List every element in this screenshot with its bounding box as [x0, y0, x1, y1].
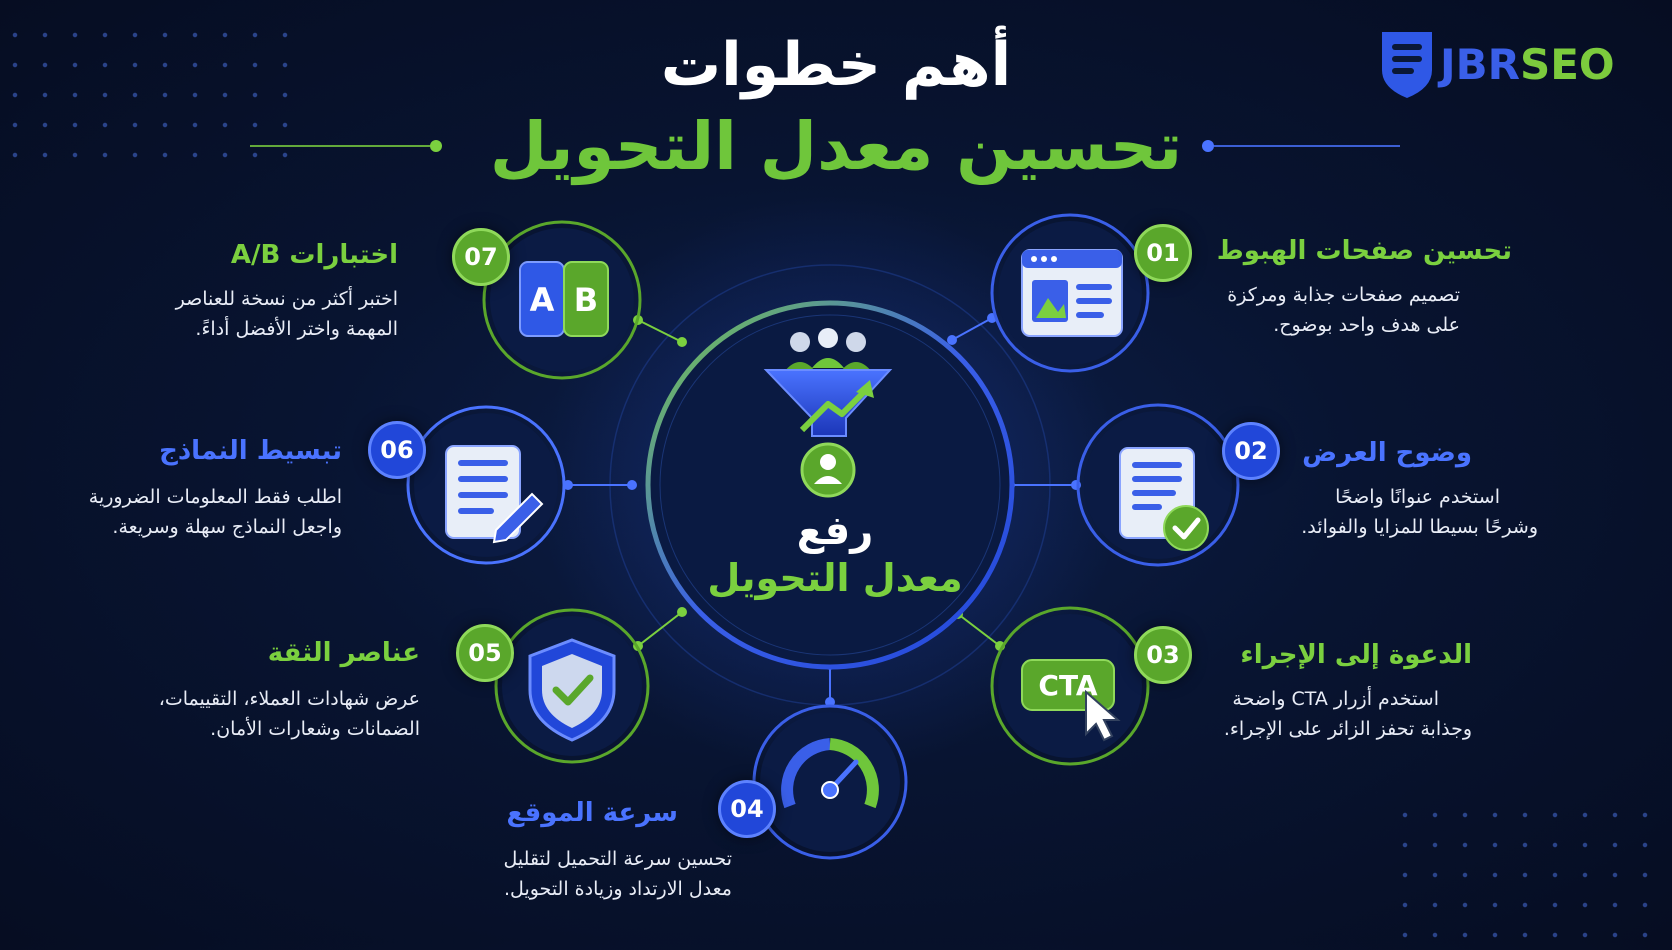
step-05-title: عناصر الثقة: [267, 638, 420, 668]
ab-test-icon: A B: [519, 261, 609, 337]
step-badge-01: 01: [1134, 224, 1192, 282]
center-title-line1: رفع: [796, 508, 874, 554]
step-06-title: تبسيط النماذج: [159, 436, 342, 466]
step-06-desc-line1: اطلب فقط المعلومات الضرورية: [88, 486, 342, 508]
center-title-line2: معدل التحويل: [707, 556, 963, 600]
title-divider-right: [1202, 140, 1400, 152]
step-badge-04: 04: [718, 780, 776, 838]
cta-cursor-icon: CTA: [1021, 659, 1121, 742]
landing-page-icon: [1021, 249, 1123, 337]
step-04-title: سرعة الموقع: [506, 798, 678, 828]
step-03-title: الدعوة إلى الإجراء: [1240, 640, 1472, 670]
node-rings: [406, 213, 1240, 860]
ab-icon-letter-b: B: [574, 281, 598, 319]
connector-01: [951, 317, 993, 341]
node-ring-06: [406, 405, 566, 565]
step-03-desc-line2: وجذابة تحفز الزائر على الإجراء.: [1223, 718, 1472, 740]
step-07-desc-line2: المهمة واختر الأفضل أداءً.: [195, 318, 398, 340]
connector-07: [637, 319, 683, 343]
step-07-desc-line1: اختبر أكثر من نسخة للعناصر: [175, 288, 398, 310]
step-04-desc-line1: تحسين سرعة التحميل لتقليل: [503, 848, 732, 870]
step-badge-02: 02: [1222, 422, 1280, 480]
user-icon: [800, 442, 856, 498]
node-ring-02: [1076, 403, 1240, 567]
step-05-desc-line2: الضمانات وشعارات الأمان.: [210, 718, 420, 740]
step-02-desc-line2: وشرحًا بسيطا للمزايا والفوائد.: [1301, 516, 1538, 538]
shield-check-icon: [528, 638, 616, 742]
form-pencil-icon: [445, 445, 544, 544]
step-06-desc-line2: واجعل النماذج سهلة وسريعة.: [112, 516, 342, 538]
step-01-title: تحسين صفحات الهبوط: [1216, 236, 1512, 266]
ab-icon-letter-a: A: [530, 281, 555, 319]
connector-03: [957, 613, 1001, 647]
step-01-desc-line1: تصميم صفحات جذابة ومركزة: [1227, 284, 1460, 306]
step-badge-03: 03: [1134, 626, 1192, 684]
step-02-title: وضوح العرض: [1302, 438, 1472, 468]
connectors: [568, 317, 1076, 702]
shield-logo-icon: [1382, 32, 1432, 98]
logo-seo: SEO: [1519, 40, 1615, 89]
logo-text: JBRSEO: [1440, 40, 1615, 89]
step-badge-07: 07: [452, 228, 510, 286]
document-check-icon: [1119, 447, 1209, 551]
dot-pattern-bottom-right: [1390, 800, 1672, 950]
step-07-title: اختبارات A/B: [230, 240, 398, 270]
funnel-users-icon: [763, 328, 893, 437]
center-inner-ring: [659, 314, 1001, 656]
node-ring-05: [494, 608, 650, 764]
page-title-line1: أهم خطوات: [660, 30, 1012, 100]
logo-jbr: JBR: [1440, 40, 1520, 89]
step-05-desc-line1: عرض شهادات العملاء، التقييمات،: [158, 688, 420, 710]
brand-logo[interactable]: JBRSEO: [1380, 30, 1630, 100]
step-badge-06: 06: [368, 421, 426, 479]
title-divider-left: [250, 140, 442, 152]
step-04-desc-line2: معدل الارتداد وزيادة التحويل.: [504, 878, 732, 900]
step-02-desc-line1: استخدم عنوانًا واضحًا: [1335, 486, 1500, 508]
connector-05: [637, 611, 683, 647]
page-title-line2: تحسين معدل التحويل: [489, 108, 1183, 185]
node-ring-03: [990, 606, 1150, 766]
node-ring-07: [482, 220, 642, 380]
node-ring-01: [990, 213, 1150, 373]
step-03-desc-line1: استخدم أزرار CTA واضحة: [1232, 688, 1439, 710]
step-01-desc-line2: على هدف واحد بوضوح.: [1273, 314, 1460, 336]
speedometer-icon: [781, 738, 879, 809]
step-badge-05: 05: [456, 624, 514, 682]
